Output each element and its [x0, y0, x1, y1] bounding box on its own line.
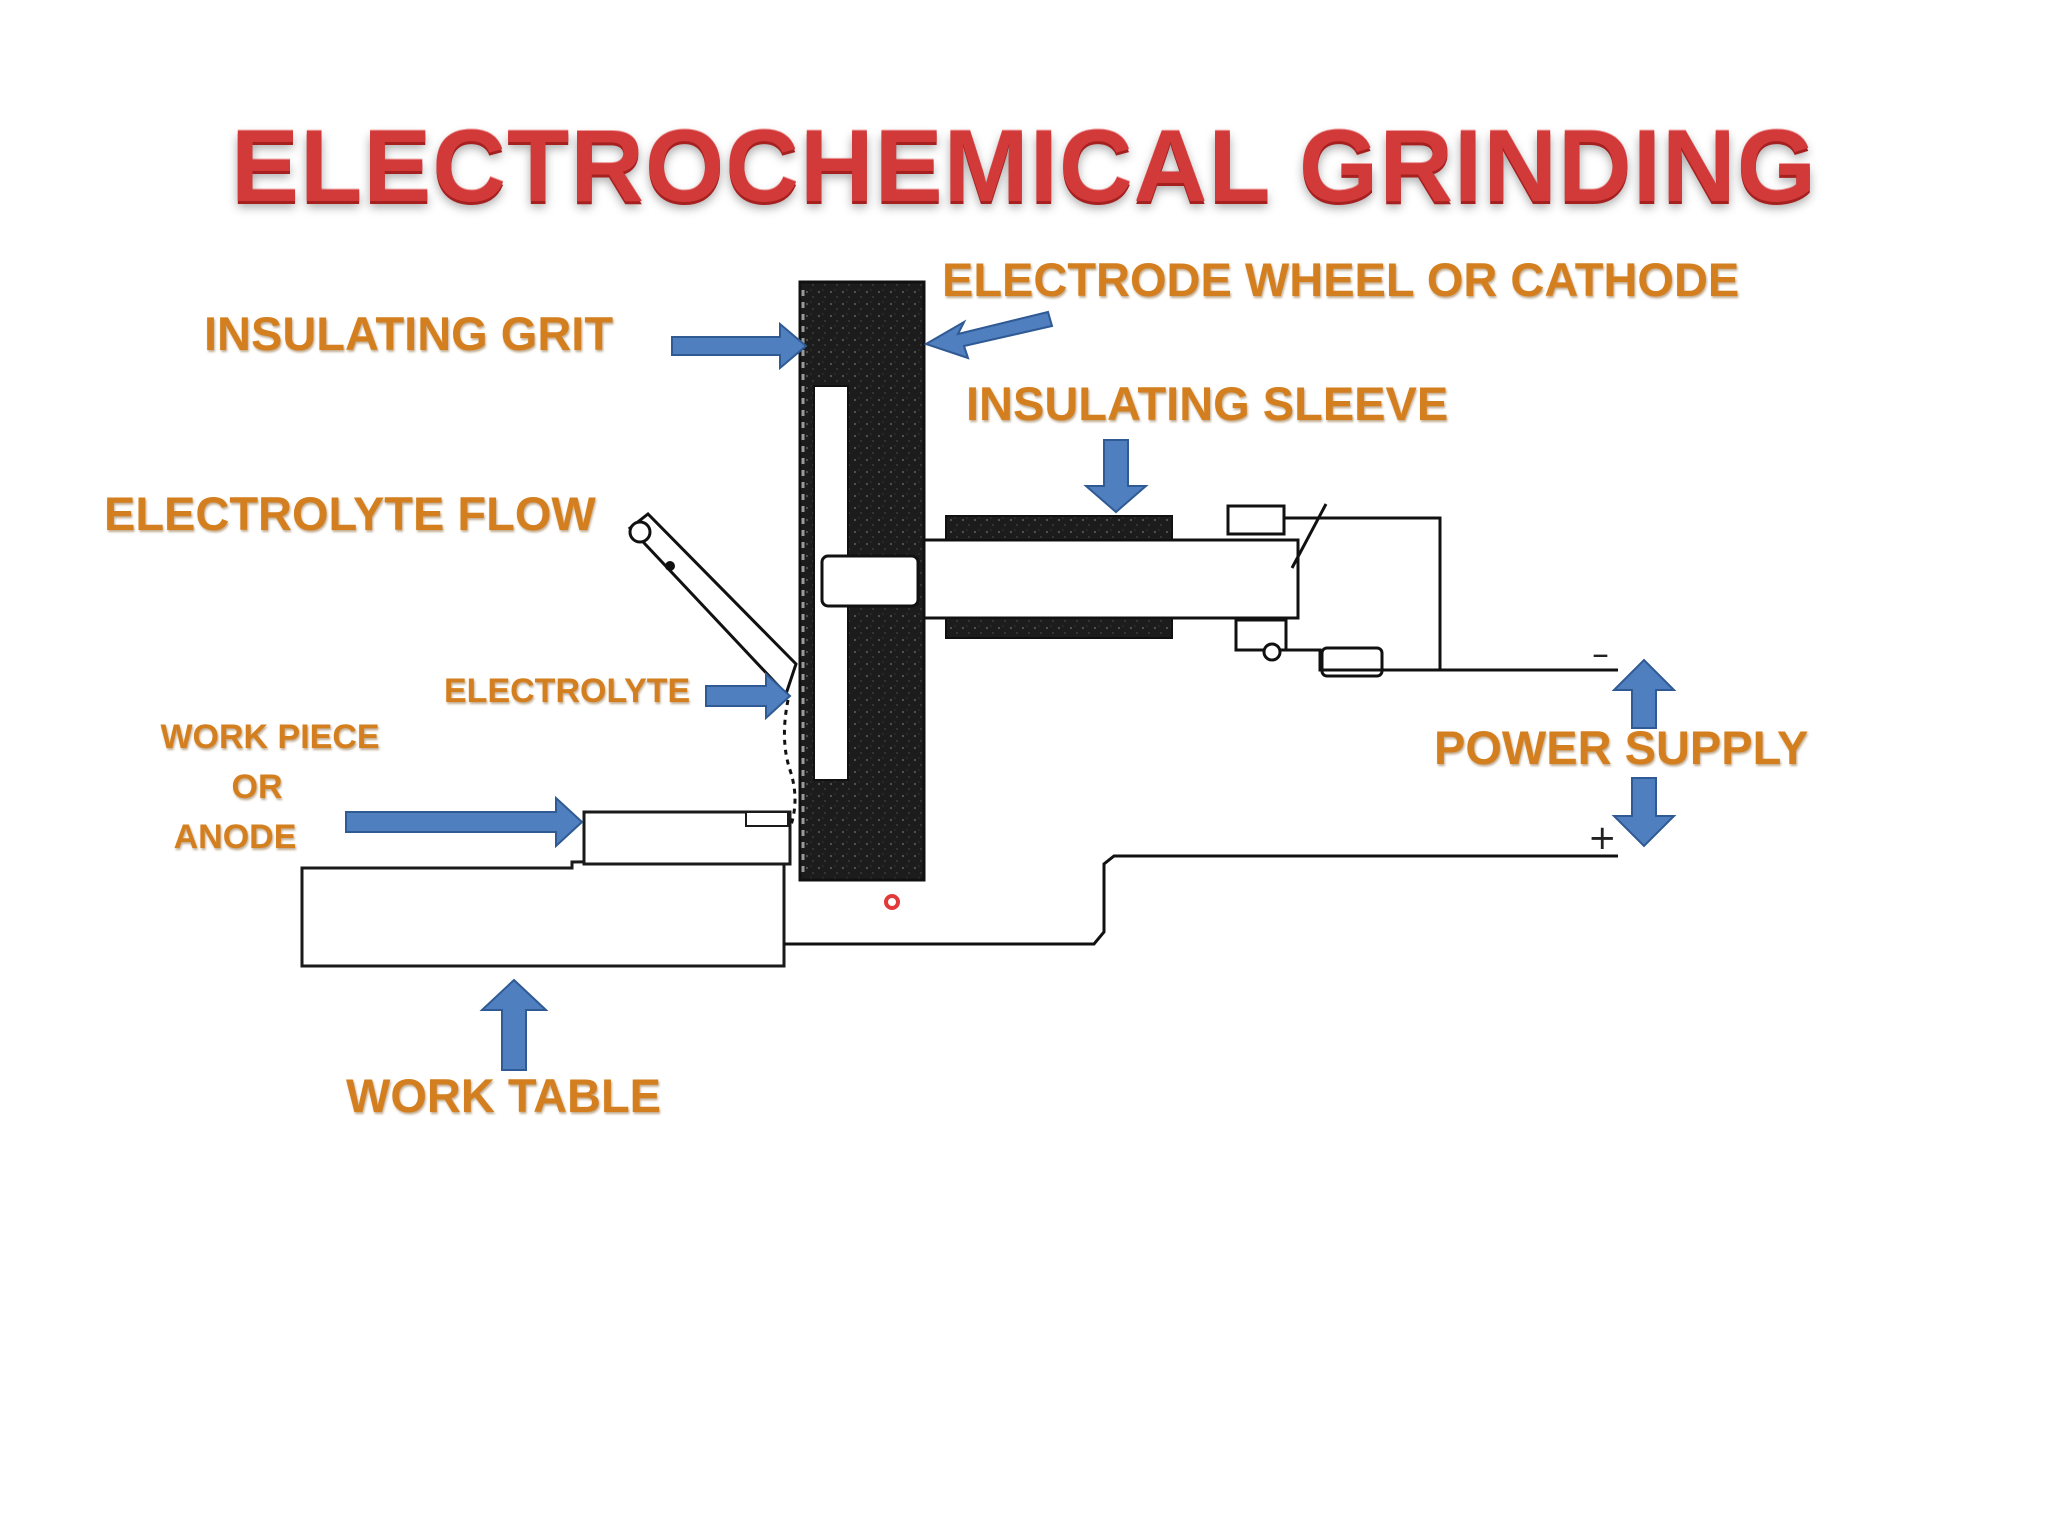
label-work-piece-line2: OR [231, 768, 283, 806]
label-insulating-sleeve: INSULATING SLEEVE [966, 377, 1449, 430]
label-power-supply: POWER SUPPLY [1434, 721, 1809, 774]
insulating-sleeve-top [945, 515, 1173, 541]
negative-lead [1284, 516, 1618, 672]
arrow-insulating-sleeve [1083, 439, 1149, 514]
nozzle-inlet [628, 520, 652, 544]
electrolyte-stream [782, 699, 797, 829]
label-insulating-grit: INSULATING GRIT [204, 307, 614, 360]
spindle [922, 538, 1300, 620]
work-piece-clamp [745, 811, 789, 827]
arrow-insulating-grit [671, 321, 808, 371]
label-electrolyte-flow: ELECTROLYTE FLOW [104, 487, 596, 540]
arrow-power-supply-down [1611, 777, 1677, 848]
arrow-work-piece [345, 795, 584, 849]
brush-arm [1290, 503, 1328, 569]
arrow-electrode-wheel [923, 310, 1054, 360]
positive-terminal-sign: + [1588, 818, 1617, 858]
arrow-work-table [479, 978, 549, 1071]
positive-lead [784, 854, 1618, 946]
page-title: ELECTROCHEMICAL GRINDING [230, 109, 1818, 223]
brush-lower-block [1320, 646, 1384, 678]
red-marker [884, 894, 900, 910]
work-table [300, 858, 786, 968]
arrow-power-supply-up [1611, 658, 1677, 729]
brush-pivot [1262, 642, 1282, 662]
label-work-table: WORK TABLE [346, 1069, 662, 1122]
negative-terminal-sign: – [1592, 634, 1609, 674]
negative-lead-brush [1282, 648, 1440, 672]
label-work-piece: WORK PIECE OR ANODE [140, 712, 400, 862]
label-work-piece-line1: WORK PIECE [160, 718, 380, 756]
brush-top [1226, 504, 1286, 536]
electrolyte-nozzle [627, 511, 798, 697]
label-electrolyte: ELECTROLYTE [444, 672, 691, 710]
insulating-sleeve-bottom [945, 617, 1173, 639]
label-work-piece-line3: ANODE [173, 818, 297, 856]
label-electrode-wheel: ELECTRODE WHEEL OR CATHODE [942, 253, 1740, 306]
spindle-nut [820, 554, 920, 608]
nozzle-rivet [665, 561, 675, 571]
arrow-electrolyte [705, 671, 792, 721]
